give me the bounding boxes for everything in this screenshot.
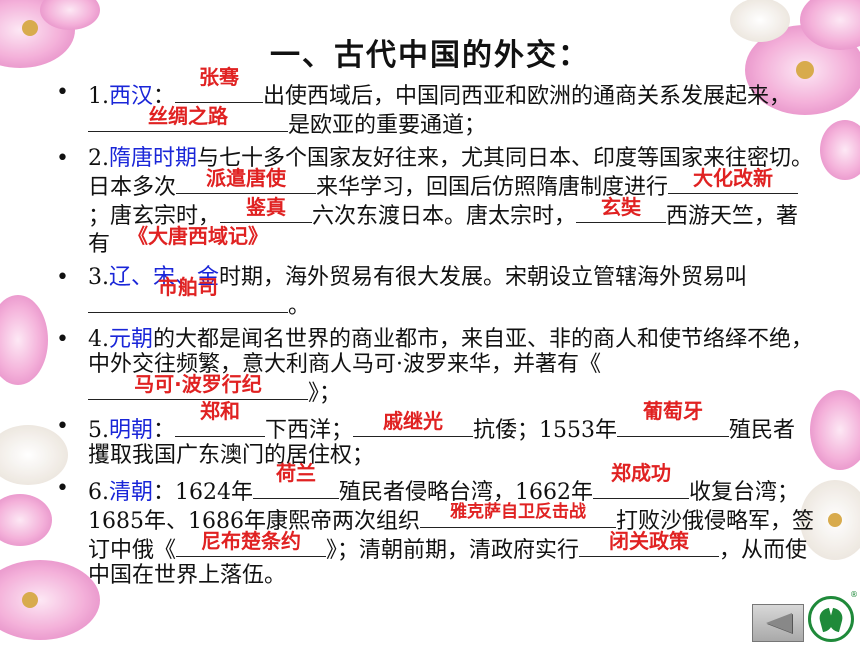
answer: 《大唐西域记》 (128, 224, 269, 248)
bullet: • (56, 476, 69, 501)
answer-blank: 荷兰 (253, 462, 340, 499)
text: 与七十多个国家友好往来，尤其同日本、印度等国家来往密切。日本多次 (88, 146, 814, 200)
text: 来华学习，回国后仿照隋唐制度进行 (316, 175, 669, 200)
item-number: 6. (88, 480, 109, 505)
answer-blank: 玄奘 (576, 196, 667, 223)
answer: 丝绸之路 (148, 104, 228, 128)
answer-blank: 戚继光 (353, 410, 474, 437)
list-item: • 5.明朝： 郑和下西洋； 戚继光 抗倭；1553年 葡萄牙殖民者攫取我国广东澳门的居… (56, 400, 816, 468)
item-number: 4. (88, 327, 109, 352)
dynasty-label: 元朝 (109, 327, 154, 352)
text: 抗倭；1553年 (473, 418, 618, 443)
logo-icon (808, 596, 854, 642)
answer: 鉴真 (246, 195, 287, 219)
content-list: • 1.西汉：张骞出使西域后，中国同西亚和欧洲的通商关系发展起来，丝绸之路是欧亚… (56, 66, 816, 596)
answer-blank: 郑成功 (593, 462, 690, 499)
text: 时期，海外贸易有很大发展。宋朝设立管辖海外贸易叫 (219, 265, 748, 290)
list-item: • 1.西汉： 张骞出使西域后，中国同西亚和欧洲的通商关系发展起来， 丝绸之路 是欧亚… (56, 66, 816, 138)
answer-blank: 市舶司 (88, 276, 288, 313)
flower-left (0, 295, 100, 640)
answer: 戚继光 (383, 409, 444, 433)
bullet: • (56, 327, 69, 352)
list-item: • 4.元朝的大都是闻名世界的商业都市，来自亚、非的商人和使节络绎不绝，中外交往… (56, 327, 816, 406)
bullet: • (56, 265, 69, 290)
answer-blank: 葡萄牙 (617, 400, 730, 437)
answer-blank: 大化改新 (668, 167, 799, 194)
answer-blank: 闭关政策 (579, 530, 720, 557)
item-number: 1. (88, 84, 109, 109)
text: 》； (308, 381, 342, 406)
flower-top-right (730, 0, 860, 180)
bullet: • (56, 414, 69, 439)
dynasty-label: 隋唐时期 (109, 146, 198, 171)
answer: 郑成功 (611, 461, 672, 485)
text: 打败沙俄侵略军，签订中俄《 (88, 509, 814, 563)
back-button[interactable] (752, 604, 804, 642)
text: ：1624年 (153, 480, 254, 505)
text: ，从而使中国在世界上落伍。 (88, 538, 808, 588)
answer: 张骞 (199, 65, 240, 89)
text: 出使西域后，中国同西亚和欧洲的通商关系发展起来， (263, 84, 792, 109)
text: 下西洋； (265, 418, 354, 443)
answer: 尼布楚条约 (201, 529, 302, 553)
answer: 玄奘 (601, 195, 642, 219)
answer: 葡萄牙 (643, 399, 704, 423)
answer: 郑和 (200, 399, 241, 423)
text: 殖民者侵略台湾，1662年 (339, 480, 594, 505)
item-number: 2. (88, 146, 109, 171)
answer-blank: 郑和 (175, 400, 266, 437)
text: ： (153, 84, 176, 109)
answer-blank: 雅克萨自卫反击战 (419, 502, 616, 528)
item-number: 5. (88, 418, 109, 443)
text: 殖民者攫取我国广东澳门的居住权； (88, 418, 796, 468)
answer: 大化改新 (693, 166, 774, 190)
slide-title: 一、古代中国的外交： (270, 38, 590, 73)
answer-blank: 张骞 (175, 66, 264, 103)
item-number: 3. (88, 265, 109, 290)
bullet: • (56, 80, 69, 105)
answer-blank: 马可·波罗行纪 (88, 373, 308, 400)
list-item: • 3.辽、宋、金时期，海外贸易有很大发展。宋朝设立管辖海外贸易叫市舶司。 (56, 265, 816, 319)
text: 的大都是闻名世界的商业都市，来自亚、非的商人和使节络绎不绝，中外交往频繁，意大利… (88, 327, 814, 377)
answer-blank: 丝绸之路 (88, 105, 288, 132)
bullet: • (56, 146, 69, 171)
answer: 荷兰 (276, 461, 317, 485)
text: 是欧亚的重要通道； (288, 113, 487, 138)
answer-blank: 鉴真 (220, 196, 313, 223)
text: 西游天竺，著有 (88, 204, 799, 257)
text: 收复台湾；1685年、1686年康熙帝两次组织 (88, 480, 800, 534)
text: ；唐玄宗时， (88, 204, 221, 229)
back-arrow-icon (766, 613, 792, 633)
answer: 派遣唐使 (206, 166, 287, 190)
answer: 雅克萨自卫反击战 (449, 502, 586, 522)
flower-right (800, 390, 860, 560)
answer: 市舶司 (158, 275, 218, 299)
answer-blank: 尼布楚条约 (176, 530, 327, 557)
list-item: • 6.清朝：1624年荷兰殖民者侵略台湾，1662年郑成功收复台湾；1685年… (56, 462, 816, 588)
list-item: • 2.隋唐时期与七十多个国家友好往来，尤其同日本、印度等国家来往密切。日本多次… (56, 146, 816, 257)
dynasty-label: 清朝 (109, 480, 154, 505)
text: 。 (288, 294, 311, 319)
answer: 马可·波罗行纪 (134, 372, 262, 396)
text: 》；清朝前期，清政府实行 (326, 538, 580, 563)
answer-blank: 派遣唐使 (176, 167, 317, 194)
text: 六次东渡日本。唐太宗时， (312, 204, 577, 229)
answer: 闭关政策 (609, 529, 690, 553)
flower-top-left (0, 0, 100, 68)
dynasty-label: 辽、宋、金 (109, 265, 220, 290)
text: ： (153, 418, 176, 443)
answer-blank: 《大唐西域记》 (110, 225, 286, 251)
dynasty-label: 西汉 (109, 84, 154, 109)
dynasty-label: 明朝 (109, 418, 154, 443)
registered-mark: ® (850, 590, 858, 599)
